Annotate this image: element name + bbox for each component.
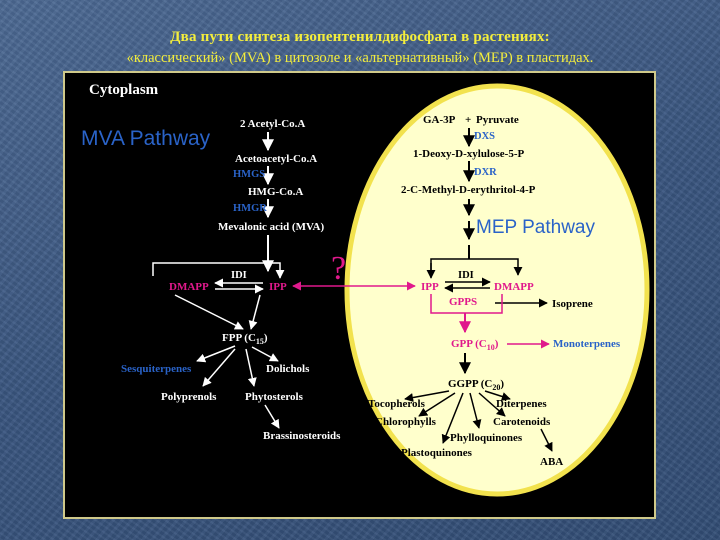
dmapp-label-plastid: DMAPP (494, 281, 534, 293)
idi-enzyme-label-cyto: IDI (231, 270, 247, 281)
aba-label: ABA (540, 456, 563, 468)
plastoquinones-label: Plastoquinones (401, 447, 473, 459)
arrow-dmapp-to-fpp (174, 294, 244, 330)
acetyl-coa-label: 2 Acetyl-Co.A (240, 118, 305, 130)
arrow-fpp-to-sesquiterpenes (196, 345, 236, 363)
mva-pathway-label: MVA Pathway (81, 127, 211, 150)
arrow-fpp-to-phytosterols (245, 348, 257, 387)
arrow-phytosterols-to-brassinosteroids (264, 404, 280, 429)
ga3p-label: GA-3P (423, 114, 456, 126)
ggpp-label: GGPP (C20) (448, 378, 504, 392)
diterpenes-label: Diterpenes (496, 398, 547, 410)
unknown-transport-question-mark: ? (331, 250, 346, 287)
dxs-enzyme-label: DXS (474, 131, 495, 142)
acetoacetyl-coa-label: Acetoacetyl-Co.A (235, 153, 317, 165)
phytosterols-label: Phytosterols (245, 391, 304, 403)
cytoplasm-label: Cytoplasm (89, 82, 159, 98)
arrow-ggpp-to-plastoquinones (441, 392, 464, 444)
dolichols-label: Dolichols (266, 363, 310, 375)
pyruvate-label: Pyruvate (476, 114, 519, 126)
hmgr-enzyme-label: HMGR (233, 203, 267, 214)
gpps-enzyme-label: GPPS (449, 296, 477, 308)
plus-sign: + (465, 114, 471, 126)
sesquiterpenes-label: Sesquiterpenes (121, 363, 192, 375)
slide-title-line-2: «классический» (MVA) в цитозоле и «альте… (126, 50, 594, 66)
isoprene-label: Isoprene (552, 298, 593, 310)
mep-compound-label: 2-C-Methyl-D-erythritol-4-P (401, 184, 536, 196)
gpps-bracket (430, 294, 503, 314)
dxp-label: 1-Deoxy-D-xylulose-5-P (413, 148, 524, 160)
dmapp-label-cyto: DMAPP (169, 281, 209, 293)
ipp-label-cyto: IPP (269, 281, 287, 293)
pathway-diagram-panel: Cytoplasm Plastid MVA Pathway MEP Pathwa… (63, 71, 656, 519)
monoterpenes-label: Monoterpenes (553, 338, 621, 350)
arrow-to-fpp (248, 294, 261, 330)
arrow-carotenoids-to-aba (540, 428, 553, 452)
hmgs-enzyme-label: HMGS (233, 169, 265, 180)
hmg-coa-label: HMG-Co.A (248, 186, 303, 198)
phylloquinones-label: Phylloquinones (450, 432, 523, 444)
arrow-ggpp-to-chlorophylls (418, 392, 456, 417)
idi-enzyme-label-plastid: IDI (458, 270, 474, 281)
pathway-diagram: Cytoplasm Plastid MVA Pathway MEP Pathwa… (81, 82, 650, 497)
arrow-ggpp-to-tocopherols (404, 390, 450, 402)
chlorophylls-label: Chlorophylls (375, 416, 437, 428)
mep-pathway-label: MEP Pathway (476, 217, 595, 238)
arrow-fpp-to-polyprenols (202, 348, 236, 387)
tocopherols-label: Tocopherols (368, 398, 426, 410)
arrow-ggpp-to-carotenoids (478, 392, 506, 417)
brassinosteroids-label: Brassinosteroids (263, 430, 341, 442)
fpp-label: FPP (C15) (222, 332, 268, 346)
arrow-dmapp-ipp-split (152, 262, 285, 279)
ipp-label-plastid: IPP (421, 281, 439, 293)
mevalonic-acid-label: Mevalonic acid (MVA) (218, 221, 324, 233)
slide-title-line-1: Два пути синтеза изопентенилдифосфата в … (170, 29, 550, 45)
carotenoids-label: Carotenoids (493, 416, 551, 428)
gpp-label: GPP (C10) (451, 338, 499, 352)
polyprenols-label: Polyprenols (161, 391, 217, 403)
arrow-fpp-to-dolichols (251, 346, 279, 362)
plastid-label: Plastid (553, 82, 598, 98)
dxr-enzyme-label: DXR (474, 167, 497, 178)
arrow-ggpp-to-phylloquinones (469, 392, 482, 429)
arrow-ggpp-to-diterpenes (484, 390, 511, 401)
